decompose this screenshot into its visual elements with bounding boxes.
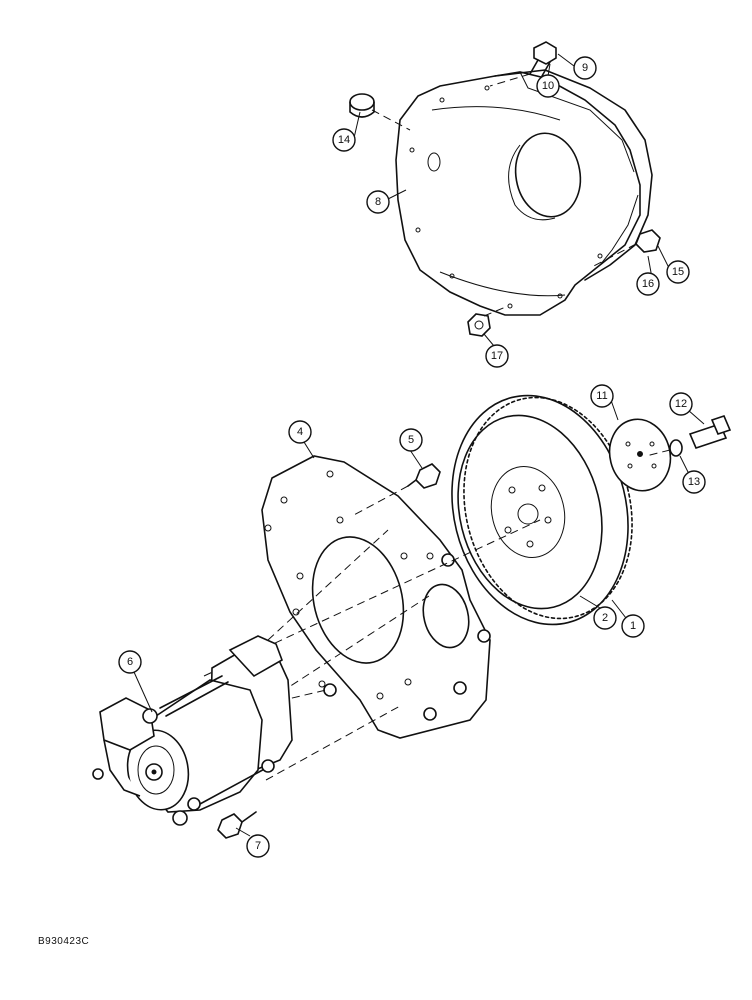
callout-2: 2 xyxy=(593,606,617,630)
callout-4-label: 4 xyxy=(297,426,303,438)
flywheel-plate xyxy=(608,418,672,492)
callout-12: 12 xyxy=(669,392,693,416)
leader-lines xyxy=(133,53,705,837)
callout-5-label: 5 xyxy=(408,434,414,446)
callout-16-label: 16 xyxy=(642,278,654,290)
callout-15-label: 15 xyxy=(672,266,684,278)
callout-14-label: 14 xyxy=(338,134,350,146)
flywheel xyxy=(451,394,633,626)
alignment-line xyxy=(203,519,541,677)
housing-nut xyxy=(467,305,509,337)
callout-1-label: 1 xyxy=(630,620,636,632)
callout-11: 11 xyxy=(590,384,614,408)
housing-plug xyxy=(349,93,411,131)
callout-6: 6 xyxy=(118,650,142,674)
starter-bolt xyxy=(217,811,257,839)
callout-2-label: 2 xyxy=(602,612,608,624)
callout-4: 4 xyxy=(288,420,312,444)
adapter-plate xyxy=(261,455,491,739)
callout-7-label: 7 xyxy=(255,840,261,852)
callout-1: 1 xyxy=(621,614,645,638)
starter-motor xyxy=(92,635,293,826)
callout-14: 14 xyxy=(332,128,356,152)
callout-5: 5 xyxy=(399,428,423,452)
callout-13-label: 13 xyxy=(688,476,700,488)
callout-10: 10 xyxy=(536,74,560,98)
adapter-bolt xyxy=(351,463,441,517)
flywheel-housing xyxy=(395,69,653,316)
callout-17-label: 17 xyxy=(491,350,503,362)
callout-10-label: 10 xyxy=(542,80,554,92)
alignment-line xyxy=(267,529,389,641)
housing-side-bolt xyxy=(589,229,661,269)
callout-17: 17 xyxy=(485,344,509,368)
callout-12-label: 12 xyxy=(675,398,687,410)
callout-8: 8 xyxy=(366,190,390,214)
callout-9: 9 xyxy=(573,56,597,80)
housing-top-bolt xyxy=(489,41,557,87)
callout-7: 7 xyxy=(246,834,270,858)
callout-8-label: 8 xyxy=(375,196,381,208)
callout-15: 15 xyxy=(666,260,690,284)
callout-11-label: 11 xyxy=(596,390,607,402)
callout-6-label: 6 xyxy=(127,656,133,668)
callout-16: 16 xyxy=(636,272,660,296)
callout-9-label: 9 xyxy=(582,62,588,74)
flywheel-bolt xyxy=(645,415,732,457)
callout-13: 13 xyxy=(682,470,706,494)
figure-id: B930423C xyxy=(38,936,90,947)
